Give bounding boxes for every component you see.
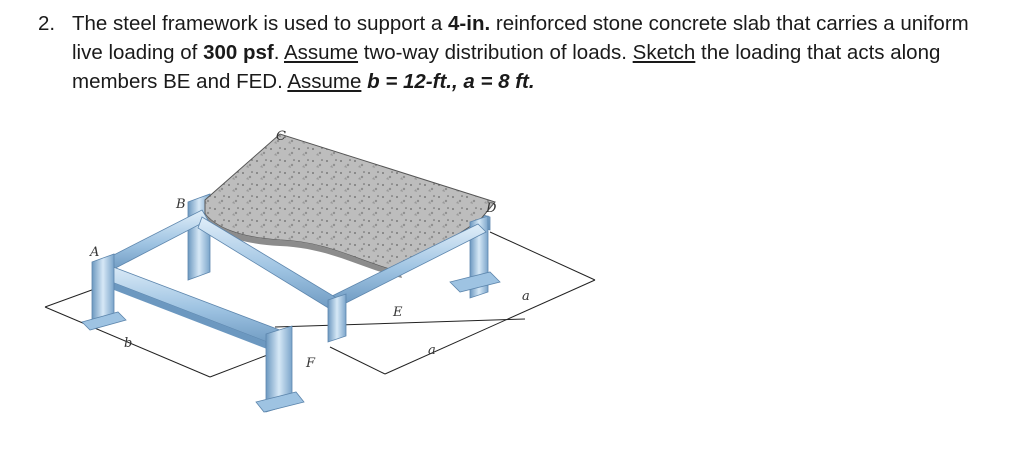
label-c: C xyxy=(276,129,286,144)
underlined-word: Assume xyxy=(287,70,362,93)
label-d: D xyxy=(485,201,497,216)
dimension-values: b = 12-ft., a = 8 ft. xyxy=(367,70,535,93)
problem-line-3: members BE and FED. Assume b = 12-ft., a… xyxy=(72,68,535,96)
underlined-word: Sketch xyxy=(632,41,696,64)
label-e: E xyxy=(392,305,403,320)
text-segment: . xyxy=(273,41,284,64)
text-segment: live loading of xyxy=(72,41,204,64)
label-a: A xyxy=(89,245,99,260)
text-segment: the loading that acts along xyxy=(695,41,941,64)
underlined-word: Assume xyxy=(283,41,359,64)
label-b: B xyxy=(175,197,186,212)
column-e xyxy=(327,293,347,343)
text-segment: reinforced stone concrete slab that carr… xyxy=(490,12,969,35)
slab-thickness: 4-in. xyxy=(448,12,491,35)
steel-framework-figure: A B C D E F a a b xyxy=(44,129,596,413)
problem-line-2: live loading of 300 psf. Assume two-way … xyxy=(72,39,940,67)
dimension-lines xyxy=(44,231,596,378)
text-segment: The steel framework is used to support a xyxy=(72,12,449,35)
live-load-value: 300 psf xyxy=(203,41,274,64)
problem-number: 2. xyxy=(38,12,56,35)
text-segment: members BE and FED. xyxy=(72,70,288,93)
label-a-dim-2: a xyxy=(428,343,436,358)
problem-line-1: The steel framework is used to support a… xyxy=(72,10,969,38)
label-a-dim-1: a xyxy=(522,289,530,304)
label-f: F xyxy=(305,356,316,371)
label-b-dim: b xyxy=(124,336,132,351)
text-segment: two-way distribution of loads. xyxy=(358,41,633,64)
